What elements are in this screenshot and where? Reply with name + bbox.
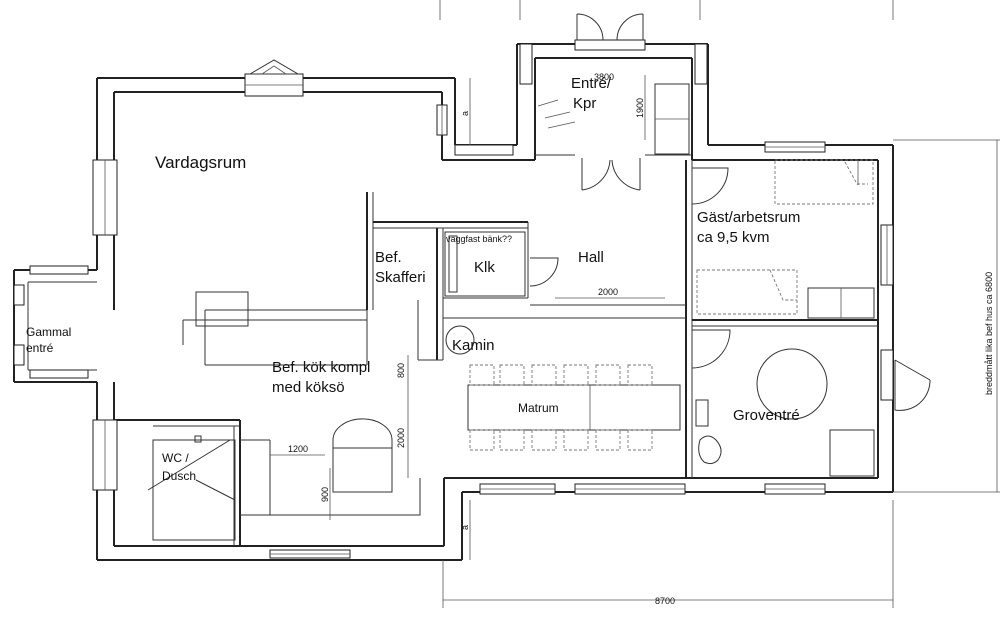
label-groventre: Groventré	[733, 407, 800, 424]
dim-8700: 8700	[655, 596, 675, 606]
dim-1900: 1900	[635, 98, 645, 118]
windows	[92, 39, 894, 559]
label-wc: WC /	[162, 451, 189, 465]
label-entre-old: entré	[26, 341, 54, 355]
outer-walls	[96, 43, 894, 561]
label-gast: Gäst/arbetsrum	[697, 209, 800, 226]
fixtures	[152, 83, 875, 541]
dim-breddmatt: breddmått lika bef hus ca 6800	[984, 272, 994, 395]
label-kok-2: med köksö	[272, 379, 345, 396]
label-gast-area: ca 9,5 kvm	[697, 229, 770, 246]
dim-2000-kok: 2000	[396, 428, 406, 448]
dimension-lines	[270, 0, 1000, 608]
label-kamin: Kamin	[452, 337, 495, 354]
dim-3800: 3800	[594, 72, 614, 82]
label-vardagsrum: Vardagsrum	[155, 153, 246, 172]
label-skafferi: Skafferi	[375, 269, 426, 286]
dining-chairs	[469, 364, 653, 451]
label-kpr: Kpr	[573, 95, 596, 112]
label-dusch: Dusch	[162, 469, 196, 483]
doors	[147, 13, 931, 491]
interior-walls	[114, 154, 878, 546]
label-klk: Klk	[474, 259, 495, 276]
label-hall: Hall	[578, 249, 604, 266]
dim-1200: 1200	[288, 444, 308, 454]
label-gammal: Gammal	[26, 325, 71, 339]
label-matrum: Matrum	[518, 401, 559, 415]
label-entre: Entré/	[571, 75, 612, 92]
label-bef-1: Bef.	[375, 249, 402, 266]
dim-2000-hall: 2000	[598, 287, 618, 297]
label-kok-1: Bef. kök kompl	[272, 359, 370, 376]
dim-800: 800	[396, 363, 406, 378]
dim-a-top: a	[460, 111, 470, 116]
old-entrance-bay	[13, 265, 97, 383]
dim-a-bottom: a	[460, 525, 470, 530]
dim-900: 900	[320, 487, 330, 502]
label-vaggfast-bank: väggfast bänk??	[446, 234, 512, 244]
